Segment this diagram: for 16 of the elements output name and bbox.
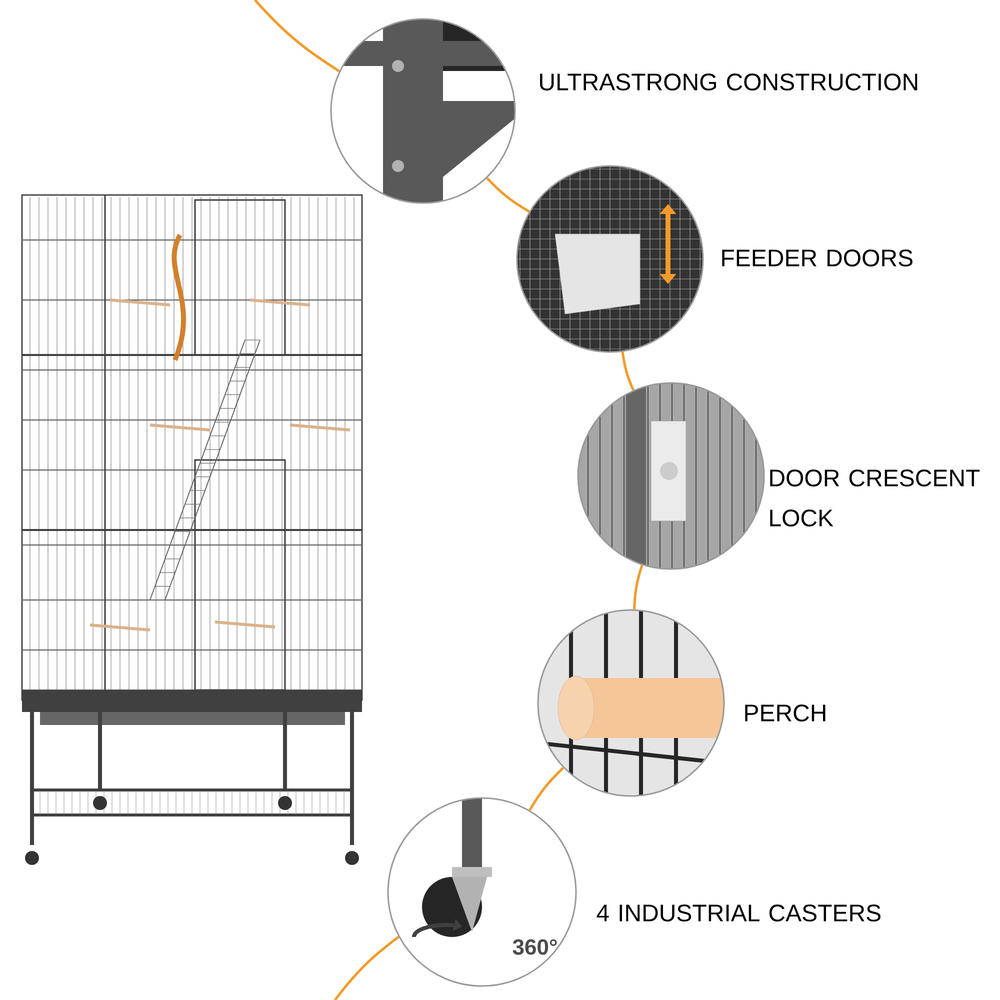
connector-line <box>334 936 400 1000</box>
feature-label: DOOR CRESCENT LOCK <box>770 470 980 526</box>
feature-label: FEEDER DOORS <box>722 250 912 266</box>
feature-label: PERCH <box>745 704 826 722</box>
connector-line <box>633 564 644 610</box>
connector-line <box>486 177 530 213</box>
connector-line <box>621 352 634 391</box>
detail-photo <box>537 609 725 797</box>
connector-line <box>254 0 340 72</box>
feature-label: 4 INDUSTRIAL CASTERS <box>596 904 880 922</box>
feature-label: ULTRASTRONG CONSTRUCTION <box>540 74 918 90</box>
detail-photo <box>577 382 765 570</box>
detail-photo: 360° <box>387 797 577 987</box>
detail-photo <box>330 18 516 204</box>
detail-photo <box>516 165 704 353</box>
connector-line <box>528 766 564 811</box>
